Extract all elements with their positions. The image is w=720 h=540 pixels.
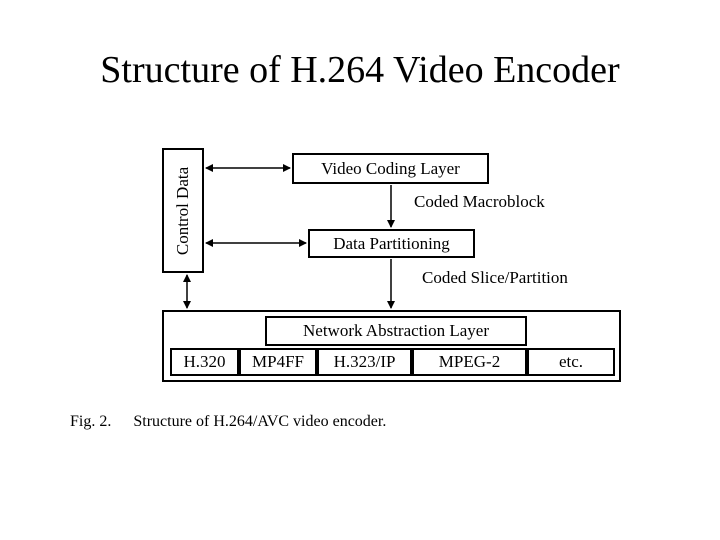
caption-text: Structure of H.264/AVC video encoder. [133,413,387,430]
coded-macroblock-label: Coded Macroblock [414,192,545,211]
protocol-mp4ff-box: MP4FF [239,348,317,376]
video-coding-layer-box: Video Coding Layer [292,153,489,184]
protocol-h323ip-box: H.323/IP [317,348,412,376]
control-data-label: Control Data [173,166,193,255]
figure-caption: Fig. 2. Structure of H.264/AVC video enco… [70,413,386,431]
control-data-box: Control Data [162,148,204,273]
network-abstraction-layer-box: Network Abstraction Layer [265,316,527,346]
coded-slice-partition-label: Coded Slice/Partition [422,268,568,287]
protocol-mpeg2-box: MPEG-2 [412,348,527,376]
protocol-etc-box: etc. [527,348,615,376]
slide-title: Structure of H.264 Video Encoder [100,49,620,91]
protocol-h320-box: H.320 [170,348,239,376]
data-partitioning-box: Data Partitioning [308,229,475,258]
figure-number: Fig. 2. [70,413,112,430]
